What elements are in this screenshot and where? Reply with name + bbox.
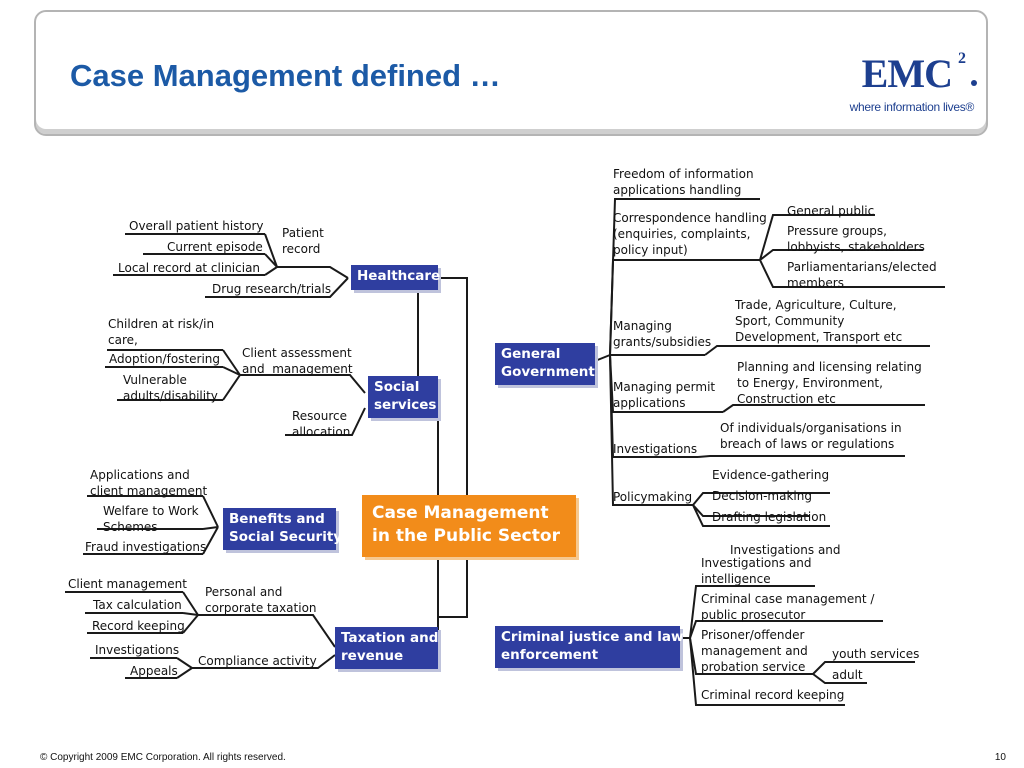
item-adoption-fostering: Adoption/fostering xyxy=(109,352,220,366)
logo-wordmark: EMC xyxy=(861,51,953,96)
node-foi: Freedom of information applications hand… xyxy=(613,167,754,197)
mind-map-connectors xyxy=(65,198,945,706)
emc-logo: EMC 2 where information lives® xyxy=(816,40,986,120)
node-criminal-justice: Criminal justice and law enforcement xyxy=(495,626,683,668)
item-youth-services: youth services xyxy=(832,647,920,661)
slide-header: Case Management defined … EMC 2 where in… xyxy=(34,10,988,136)
node-client-assessment: Client assessment and management xyxy=(242,346,353,376)
node-grants: Managing grants/subsidies xyxy=(613,319,712,349)
node-taxation: Taxation and revenue xyxy=(335,627,438,669)
detail-grants: Trade, Agriculture, Culture, Sport, Comm… xyxy=(735,298,903,344)
node-investigations-gov: Investigations xyxy=(613,442,698,456)
item-vulnerable-adults: Vulnerable adults/disability xyxy=(123,373,218,403)
item-tax-calculation: Tax calculation xyxy=(93,598,182,612)
node-criminal-record-keeping: Criminal record keeping xyxy=(701,688,845,702)
item-drug-research: Drug research/trials xyxy=(212,282,332,296)
node-healthcare: Healthcare xyxy=(351,265,440,290)
copyright-notice: © Copyright 2009 EMC Corporation. All ri… xyxy=(40,752,286,763)
item-children-at-risk: Children at risk/in care, xyxy=(108,317,215,347)
item-evidence-gathering: Evidence-gathering xyxy=(712,468,830,482)
page-number: 10 xyxy=(994,752,1006,763)
logo-tagline: where information lives® xyxy=(849,100,975,114)
item-local-record: Local record at clinician xyxy=(118,261,261,275)
node-benefits: Benefits and Social Security xyxy=(223,508,342,550)
node-prisoner-management: Prisoner/offender management and probati… xyxy=(701,628,808,674)
item-appeals: Appeals xyxy=(130,664,178,678)
mind-map: Case Management in the Public Sector Hea… xyxy=(55,155,970,715)
node-investigations-intelligence: Investigations and intelligence xyxy=(701,556,812,586)
item-applications: Applications and client management xyxy=(90,468,208,498)
logo-dot-icon xyxy=(971,80,977,86)
node-criminal-case-management: Criminal case management / public prosec… xyxy=(701,592,875,622)
node-correspondence: Correspondence handling (enquiries, comp… xyxy=(613,211,767,257)
slide-title: Case Management defined … xyxy=(70,58,501,93)
item-welfare-to-work: Welfare to Work Schemes xyxy=(103,504,199,534)
logo-superscript: 2 xyxy=(958,50,966,67)
item-drafting-legislation: Drafting legislation xyxy=(712,510,827,524)
node-investigations-top: Investigations and xyxy=(730,543,841,557)
node-general-government: General Government xyxy=(495,343,595,385)
node-personal-taxation: Personal and corporate taxation xyxy=(205,585,317,615)
item-record-keeping: Record keeping xyxy=(92,619,185,633)
node-resource-allocation: Resource allocation xyxy=(292,409,351,439)
item-parliamentarians: Parliamentarians/elected members xyxy=(787,260,937,290)
node-permits: Managing permit applications xyxy=(613,380,716,410)
node-social-services: Social services xyxy=(368,376,438,418)
item-current-episode: Current episode xyxy=(167,240,263,254)
item-fraud-investigations: Fraud investigations xyxy=(85,540,207,554)
detail-investigations: Of individuals/organisations in breach o… xyxy=(720,421,902,451)
item-overall-patient-history: Overall patient history xyxy=(129,219,264,233)
item-client-management: Client management xyxy=(68,577,187,591)
item-decision-making: Decision-making xyxy=(712,489,812,503)
item-pressure-groups: Pressure groups, lobbyists, stakeholders xyxy=(787,224,925,254)
node-compliance-activity: Compliance activity xyxy=(198,654,317,668)
item-general-public: General public xyxy=(787,204,875,218)
node-patient-record: Patient record xyxy=(282,226,324,256)
item-investigations: Investigations xyxy=(95,643,180,657)
center-node: Case Management in the Public Sector xyxy=(362,495,576,557)
detail-permits: Planning and licensing relating to Energ… xyxy=(737,360,922,406)
item-adult: adult xyxy=(832,668,863,682)
node-policymaking: Policymaking xyxy=(613,490,693,504)
